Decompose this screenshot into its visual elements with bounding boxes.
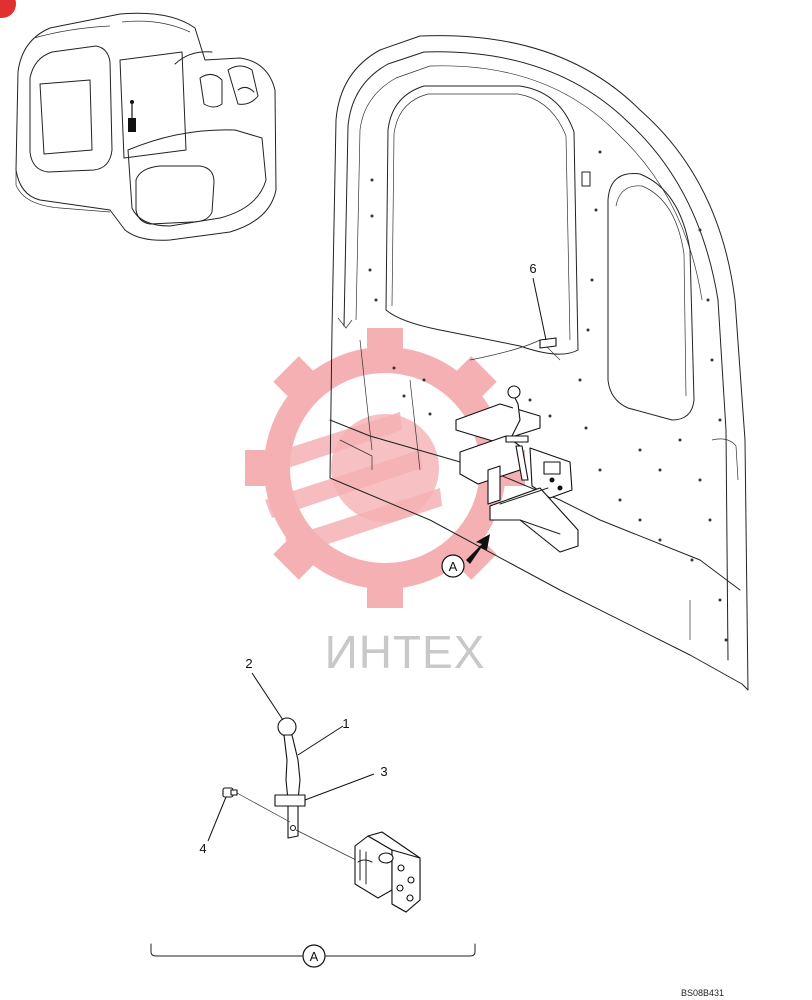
lever-arm — [283, 734, 301, 839]
view-a-bracket: A — [150, 943, 476, 968]
bracket-a-label: A — [310, 949, 319, 964]
callout-1-text: 1 — [342, 716, 349, 731]
cab-door-frame — [329, 35, 749, 691]
lever-collar — [274, 794, 306, 807]
detail-view-a: 2 1 3 4 — [199, 656, 421, 913]
drawing-code: BS08B431 — [681, 988, 724, 998]
view-a-indicator: A — [441, 534, 490, 578]
machine-overview — [15, 12, 277, 241]
callout-6: 6 — [529, 261, 547, 341]
watermark-text: ИНТЕХ — [325, 626, 486, 678]
view-a-label: A — [449, 559, 458, 574]
valve-block — [354, 831, 421, 913]
lever-knob — [277, 717, 297, 737]
corner-badge — [0, 0, 16, 18]
callout-6-text: 6 — [529, 261, 536, 276]
bolt — [222, 787, 238, 798]
callout-2-text: 2 — [245, 656, 252, 671]
lever-assembly-installed — [455, 385, 579, 553]
callout-3-text: 3 — [380, 764, 387, 779]
door-rivets — [368, 150, 728, 642]
callout-4-text: 4 — [199, 841, 206, 856]
